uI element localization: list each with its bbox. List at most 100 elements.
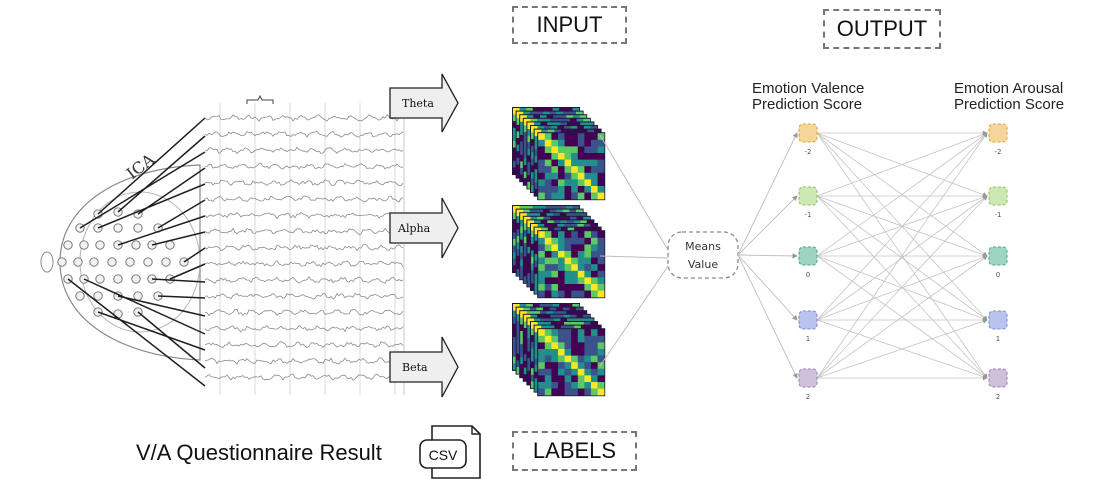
arousal-node-box	[988, 310, 1008, 330]
matrix-cell	[577, 349, 585, 356]
matrix-cell	[584, 251, 592, 258]
matrix-cell	[591, 139, 598, 147]
matrix-cell	[571, 355, 578, 363]
epoch-bracket	[246, 94, 274, 104]
matrix-cell	[551, 290, 559, 298]
matrix-cell	[584, 382, 592, 389]
matrix-cell	[571, 368, 578, 376]
matrix-cell	[577, 251, 585, 258]
matrix-cell	[597, 388, 605, 396]
mean-to-valence-edge	[737, 254, 798, 379]
matrix-cell	[538, 251, 545, 258]
ica-connection-line	[97, 311, 206, 351]
matrix-cell	[597, 362, 605, 369]
matrix-cell	[551, 159, 559, 167]
ica-connection-line	[151, 231, 206, 246]
matrix-cell	[577, 153, 585, 160]
matrix-cell	[558, 342, 565, 350]
valence-node: 2	[798, 368, 818, 401]
valence-node-label: 1	[806, 335, 810, 343]
eeg-trace	[204, 211, 404, 219]
eeg-trace	[204, 259, 404, 268]
matrix-cell	[558, 270, 565, 278]
matrix-cell	[584, 284, 592, 291]
matrix-cell	[564, 244, 572, 252]
matrix-cell	[544, 257, 552, 265]
ica-connection-line	[137, 311, 206, 369]
matrix-cell	[551, 192, 559, 200]
matrix-cell	[558, 290, 565, 298]
matrix-cell	[584, 375, 592, 383]
matrix-cell	[538, 329, 545, 336]
matrix-cell	[544, 388, 552, 396]
matrix-cell	[597, 349, 605, 356]
matrix-cell	[597, 257, 605, 265]
eeg-trace	[204, 341, 404, 349]
arousal-heading: Emotion Arousal Prediction Score	[954, 81, 1064, 113]
matrix-cell	[544, 270, 552, 278]
ica-connection-line	[79, 151, 206, 229]
eeg-trace	[204, 276, 404, 284]
matrix-cell	[597, 231, 605, 238]
matrix-cell	[591, 388, 598, 396]
matrix-cell	[564, 153, 572, 160]
matrix-cell	[584, 355, 592, 363]
arousal-node-label: -2	[995, 148, 1002, 156]
matrix-cell	[551, 257, 559, 265]
valence-node-label: -2	[805, 148, 812, 156]
matrix-cell	[564, 139, 572, 147]
matrix-cell	[571, 290, 578, 298]
valence-heading-line1: Emotion Valence	[752, 80, 865, 97]
matrix-cell	[551, 329, 559, 336]
network-edges	[737, 130, 988, 381]
eeg-trace	[204, 146, 404, 155]
matrix-cell	[591, 153, 598, 160]
matrix-cell	[558, 388, 565, 396]
matrix-cell	[591, 264, 598, 271]
matrix-cell	[584, 179, 592, 187]
matrix-cell	[571, 388, 578, 396]
matrix-cell	[564, 231, 572, 238]
questionnaire-label: V/A Questionnaire Result	[136, 440, 382, 465]
matrix-cell	[544, 179, 552, 187]
matrix-cell	[571, 166, 578, 173]
matrix-cell	[584, 133, 592, 140]
valence-to-arousal-edge	[816, 195, 988, 379]
valence-to-arousal-edge	[816, 132, 988, 197]
matrix-cell	[564, 349, 572, 356]
matrix-cell	[577, 277, 585, 285]
matrix-cell	[538, 355, 545, 363]
matrix-cell	[591, 290, 598, 298]
arousal-node: -2	[988, 123, 1008, 156]
matrix-cell	[544, 382, 552, 389]
matrix-cell	[597, 172, 605, 180]
electrode-dot	[95, 240, 105, 250]
matrix-cell	[584, 231, 592, 238]
matrix-cell	[577, 159, 585, 167]
matrix-cell	[558, 284, 565, 291]
eeg-trace	[204, 373, 404, 381]
matrix-cell	[571, 231, 578, 238]
matrix-cell	[571, 270, 578, 278]
matrix-cell	[551, 355, 559, 363]
matrix-cell	[538, 146, 545, 154]
matrix-cell	[544, 231, 552, 238]
matrix-cell	[538, 270, 545, 278]
matrix-cell	[577, 179, 585, 187]
matrix-cell	[597, 335, 605, 343]
band-arrow-alpha: Alpha	[389, 197, 459, 259]
matrix-cell	[538, 368, 545, 376]
eeg-trace	[204, 308, 404, 317]
matrix-cell	[591, 362, 598, 369]
matrix-cell	[591, 382, 598, 389]
valence-node: 0	[798, 246, 818, 279]
matrix-cell	[538, 244, 545, 252]
eeg-trace	[204, 179, 404, 187]
matrix-cell	[551, 284, 559, 291]
matrix-cell	[551, 172, 559, 180]
matrix-cell	[544, 284, 552, 291]
matrix-cell	[571, 244, 578, 252]
matrix-cell	[584, 146, 592, 154]
matrix-cell	[558, 251, 565, 258]
